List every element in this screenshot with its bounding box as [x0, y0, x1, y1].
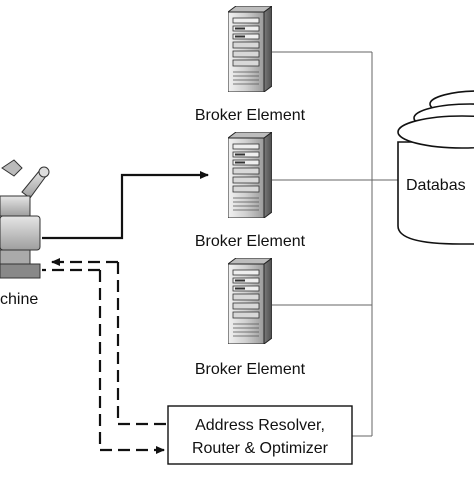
broker-label-2: Broker Element — [195, 233, 306, 250]
database-cylinder-icon: Databas — [397, 90, 474, 245]
broker-label-3: Broker Element — [195, 361, 306, 378]
resolver-line-1: Address Resolver, — [195, 417, 325, 434]
broker-server-2: Broker Element — [195, 132, 306, 250]
resolver-line-2: Router & Optimizer — [192, 440, 329, 457]
broker-server-3: Broker Element — [195, 258, 306, 378]
response-dashed-arrows — [42, 258, 166, 454]
server-tower-icon — [228, 258, 272, 344]
robot-arm-icon: chine — [0, 159, 50, 308]
server-tower-icon — [228, 6, 272, 92]
connector-bus — [266, 51, 405, 437]
server-tower-icon — [228, 132, 272, 218]
machine-label: chine — [0, 291, 38, 308]
broker-label-1: Broker Element — [195, 107, 306, 124]
request-arrow — [42, 171, 209, 240]
address-resolver-box: Address Resolver, Router & Optimizer — [167, 405, 353, 465]
broker-server-1: Broker Element — [195, 6, 306, 124]
database-label: Databas — [406, 177, 466, 194]
